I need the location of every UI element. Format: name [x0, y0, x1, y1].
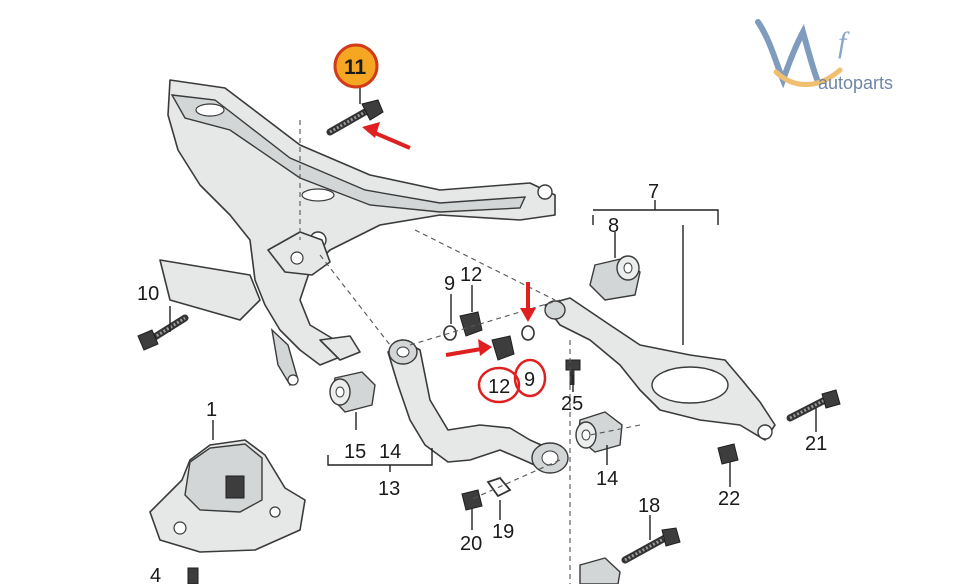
bushing-15 [329, 371, 376, 413]
bolt-18 [621, 527, 681, 564]
label-part-4: 4 [150, 565, 161, 584]
label-part-9-left: 9 [444, 273, 455, 295]
leader-lines [169, 88, 817, 540]
label-part-18: 18 [638, 495, 660, 517]
subframe [159, 79, 556, 386]
bolt-21 [786, 389, 841, 422]
label-part-22: 22 [718, 488, 740, 510]
bushing-14-right [575, 411, 623, 453]
brand-logo: f autoparts [755, 19, 893, 93]
label-part-14-right: 14 [596, 468, 618, 490]
label-part-13: 13 [378, 478, 400, 500]
label-part-11: 11 [344, 56, 367, 79]
bearing-bracket [149, 439, 306, 553]
bushing-bottom [579, 557, 621, 584]
washer-9-right [521, 325, 535, 341]
label-part-19: 19 [492, 521, 514, 543]
nut-22 [717, 443, 739, 465]
upper-control-arm [387, 339, 569, 474]
nut-20 [461, 489, 483, 511]
bushing-8 [589, 255, 641, 301]
bolt-11 [326, 99, 384, 136]
highlight-arrows [362, 122, 536, 357]
clip-19 [486, 476, 512, 498]
label-part-1: 1 [206, 399, 217, 421]
badge-9-circle [513, 358, 547, 398]
lower-control-arm [544, 297, 776, 441]
label-part-7: 7 [648, 181, 659, 203]
label-part-20: 20 [460, 533, 482, 555]
badge-12-circle [477, 366, 521, 404]
bolt-4 [187, 567, 199, 584]
label-part-14-left: 14 [379, 441, 401, 463]
logo-f-letter: f [838, 26, 850, 59]
label-part-15: 15 [344, 441, 366, 463]
label-part-9-circled: 9 [524, 369, 535, 391]
badge-11 [333, 43, 379, 89]
washer-9-left [443, 325, 457, 341]
nut-12-right [491, 335, 515, 361]
assembly-lines [299, 120, 641, 584]
label-part-21: 21 [805, 433, 827, 455]
bolt-25 [565, 359, 581, 385]
bolt-10 [137, 314, 189, 351]
label-part-12-circled: 12 [488, 376, 510, 398]
label-part-8: 8 [608, 215, 619, 237]
label-part-12-top: 12 [460, 264, 482, 286]
label-part-25: 25 [561, 393, 583, 415]
nut-12-left [459, 311, 483, 337]
logo-text: autoparts [818, 73, 893, 93]
label-part-10: 10 [137, 283, 159, 305]
